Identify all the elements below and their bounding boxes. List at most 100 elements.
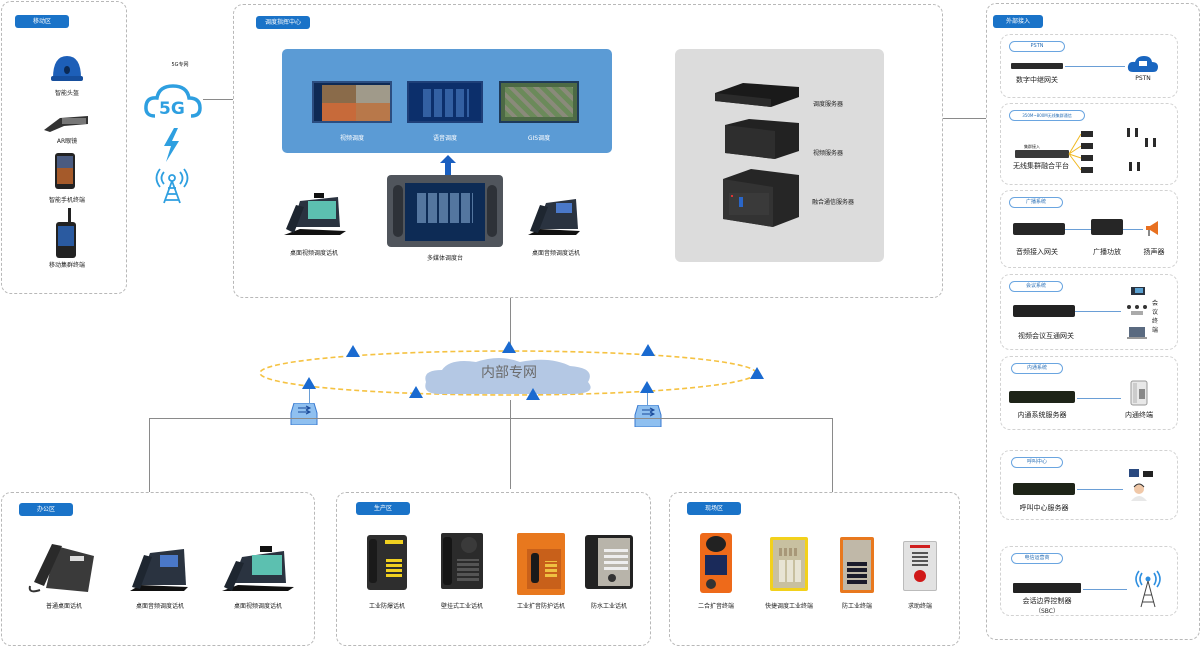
5g-link-line xyxy=(203,99,233,100)
converged-comm-server-icon[interactable] xyxy=(721,167,801,229)
video-conference-gateway[interactable] xyxy=(1013,305,1075,317)
waterproof-industrial-phone[interactable] xyxy=(585,535,633,589)
quick-dispatch-terminal[interactable] xyxy=(770,537,808,591)
video-dispatch-screen[interactable] xyxy=(312,81,392,123)
item-label: 数字中继网关 xyxy=(1016,76,1058,84)
help-terminal[interactable] xyxy=(903,541,937,591)
production-zone-panel: 生产区 工业防爆话机 壁挂式工业话机 工业扩音防护话机 防水工业话机 xyxy=(336,492,651,646)
radio-links xyxy=(1068,128,1156,173)
section-tag: 内通系统 xyxy=(1011,363,1063,374)
device-label: 求助终端 xyxy=(907,603,932,610)
device-label: 智能头盔 xyxy=(54,90,79,97)
item-label: 无线集群融合平台 xyxy=(1013,162,1069,170)
network-switch-icon[interactable] xyxy=(634,405,662,427)
smart-helmet-icon xyxy=(51,56,83,81)
section-tag: 呼叫中心 xyxy=(1011,457,1063,468)
access-point-icon xyxy=(526,388,540,400)
device-label: 二合扩音终端 xyxy=(697,603,734,610)
audio-desk-phone-icon[interactable] xyxy=(526,193,582,239)
switch-link xyxy=(309,389,310,404)
broadcast-amplifier[interactable] xyxy=(1091,219,1123,235)
mobile-zone-title: 移动区 xyxy=(15,15,69,28)
item-label: 广播功放 xyxy=(1093,248,1121,256)
item-label: 内通系统服务器 xyxy=(1017,411,1067,419)
item-label: （SBC） xyxy=(1034,608,1059,615)
audio-gateway[interactable] xyxy=(1013,223,1065,235)
server-label: 调度服务器 xyxy=(812,101,843,108)
device-label: 普通桌面话机 xyxy=(45,603,82,610)
dispatch-center-title: 调度指挥中心 xyxy=(256,16,310,29)
industrial-terminal[interactable] xyxy=(840,537,874,593)
conference-section: 会议系统 会议终端 视频会议互通网关 xyxy=(1000,274,1178,350)
external-access-title: 外部接入 xyxy=(993,15,1043,28)
call-center-section: 呼叫中心 呼叫中心服务器 xyxy=(1000,450,1178,520)
network-switch-icon[interactable] xyxy=(290,403,318,425)
office-zone-title: 办公区 xyxy=(19,503,73,516)
dispatch-screens-panel: 视频调度 语音调度 GIS调度 xyxy=(282,49,612,153)
call-center-agent-icon[interactable] xyxy=(1125,467,1159,501)
mobile-zone-panel: 移动区 智能头盔 AR眼镜 智能手机终端 移动集群终端 xyxy=(1,1,127,294)
server-label: 融合通信服务器 xyxy=(811,199,854,206)
device-label: 防工业终端 xyxy=(841,603,872,610)
access-point-icon xyxy=(641,344,655,356)
digital-trunk-gateway[interactable] xyxy=(1011,63,1063,69)
gis-dispatch-screen[interactable] xyxy=(499,81,579,123)
dispatch-center-panel: 调度指挥中心 视频调度 语音调度 GIS调度 桌面视频调度话机 xyxy=(233,4,943,298)
console-label: 桌面音频调度话机 xyxy=(531,250,580,257)
access-point-icon xyxy=(409,386,423,398)
lightning-icon xyxy=(164,128,179,162)
external-link-line xyxy=(943,118,986,119)
intercom-terminal-icon[interactable] xyxy=(1127,379,1149,407)
carrier-section: 电信运营商 会话边界控制器 （SBC） xyxy=(1000,546,1178,616)
wall-industrial-phone[interactable] xyxy=(441,533,483,589)
intercom-server[interactable] xyxy=(1009,391,1075,403)
access-point-icon xyxy=(640,381,654,393)
device-label: 桌面音频调度话机 xyxy=(135,603,184,610)
cell-tower-icon xyxy=(155,168,189,204)
video-dispatch-phone-icon[interactable] xyxy=(218,543,296,595)
radio-trunk-section: 350M~800M无线集群通信 集群接入 无线集群融合平台 xyxy=(1000,103,1178,185)
loudspeaker-terminal[interactable] xyxy=(700,533,732,593)
item-label: 音频接入网关 xyxy=(1016,248,1058,256)
desk-phone-icon[interactable] xyxy=(26,538,102,594)
access-point-icon xyxy=(302,377,316,389)
audio-dispatch-phone-icon[interactable] xyxy=(126,545,192,595)
dispatch-server-icon[interactable] xyxy=(713,79,801,107)
cloud-icon xyxy=(425,358,591,394)
section-tag: 广播系统 xyxy=(1009,197,1063,208)
device-label: AR眼镜 xyxy=(56,138,78,145)
ar-glasses-icon xyxy=(44,116,88,132)
handheld-radio-icon xyxy=(56,208,76,258)
device-label: 快捷调度工业终端 xyxy=(764,603,813,610)
industrial-loudspeaker-phone[interactable] xyxy=(517,533,565,595)
up-arrow-icon xyxy=(440,155,456,175)
internal-network-label: 内部专网 xyxy=(481,365,537,381)
loudspeaker-icon[interactable] xyxy=(1144,219,1162,237)
item-label: 视频会议互通网关 xyxy=(1018,332,1074,340)
section-tag: PSTN xyxy=(1009,41,1065,52)
conference-terminal-icon[interactable] xyxy=(1123,285,1151,341)
server-label: 视频服务器 xyxy=(812,150,843,157)
device-label: 移动集群终端 xyxy=(48,262,85,269)
multimedia-console[interactable] xyxy=(387,175,503,247)
radio-fusion-platform[interactable] xyxy=(1015,150,1069,158)
drop-line-office xyxy=(149,418,150,492)
sbc-device[interactable] xyxy=(1013,583,1081,593)
svg-text:5G: 5G xyxy=(159,99,185,119)
video-desk-phone-icon[interactable] xyxy=(280,187,348,239)
production-zone-title: 生产区 xyxy=(356,502,410,515)
item-label: 会话边界控制器 xyxy=(1022,597,1072,605)
voice-dispatch-screen[interactable] xyxy=(407,81,483,123)
video-server-icon[interactable] xyxy=(723,117,801,159)
device-label: 桌面视频调度话机 xyxy=(233,603,282,610)
field-zone-panel: 现场区 二合扩音终端 快捷调度工业终端 防工业终端 求助终端 xyxy=(669,492,960,646)
device-label: 壁挂式工业话机 xyxy=(440,603,483,610)
call-center-server[interactable] xyxy=(1013,483,1075,495)
pstn-cloud-icon xyxy=(1127,56,1158,72)
access-point-icon xyxy=(346,345,360,357)
drop-line-field xyxy=(832,418,833,492)
5g-network-label: 5G专网 xyxy=(171,62,189,68)
explosion-proof-phone[interactable] xyxy=(367,535,407,590)
5g-cloud-icon: 5G xyxy=(144,84,202,119)
section-tag: 电信运营商 xyxy=(1011,553,1063,564)
